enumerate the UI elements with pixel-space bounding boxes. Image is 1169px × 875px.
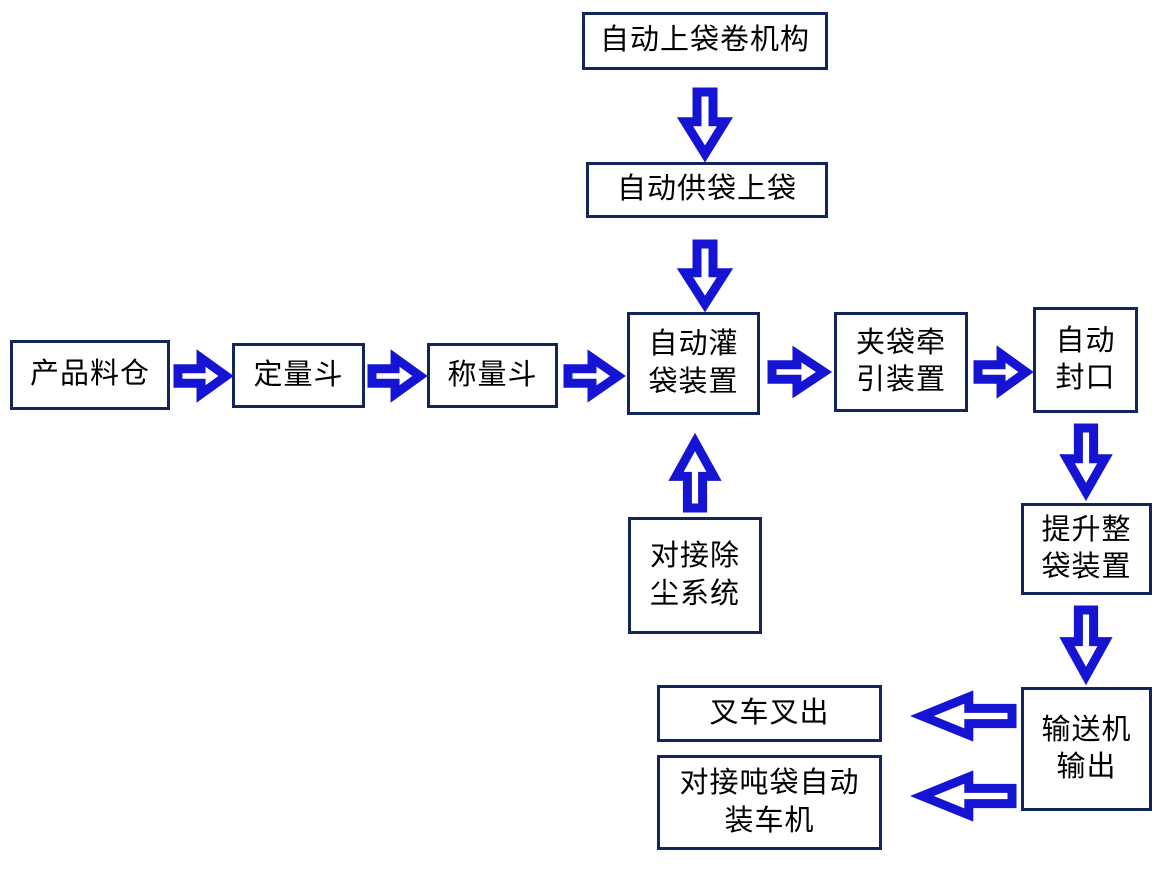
arrow-left-conveyor-output-to-forklift-out <box>922 697 1012 735</box>
node-metering-hopper[interactable]: 定量斗 <box>232 343 365 408</box>
arrow-glyph-icon <box>178 358 226 394</box>
arrow-glyph-icon <box>568 358 618 394</box>
arrow-down-auto-bag-roll-to-auto-feed-bag <box>685 92 725 154</box>
arrow-glyph-icon <box>676 442 714 508</box>
arrow-glyph-icon <box>978 354 1026 390</box>
arrow-up-dust-removal-to-auto-bag-filling <box>676 442 714 508</box>
arrow-left-conveyor-output-to-ton-bag-loader <box>922 777 1012 815</box>
arrow-down-auto-sealing-to-lift-bag-shaping <box>1067 428 1105 492</box>
node-product-silo[interactable]: 产品料仓 <box>10 340 170 410</box>
node-auto-sealing[interactable]: 自动 封口 <box>1033 307 1138 413</box>
node-ton-bag-loader[interactable]: 对接吨袋自动 装车机 <box>657 755 882 850</box>
arrow-glyph-icon <box>685 244 725 304</box>
node-forklift-out[interactable]: 叉车叉出 <box>657 685 882 742</box>
arrow-glyph-icon <box>1067 610 1105 676</box>
arrow-glyph-icon <box>685 92 725 154</box>
arrow-glyph-icon <box>922 697 1012 735</box>
arrow-glyph-icon <box>772 354 824 390</box>
arrow-right-product-silo-to-metering-hopper <box>178 358 226 394</box>
arrow-right-metering-hopper-to-weighing-hopper <box>372 358 420 394</box>
node-lift-bag-shaping[interactable]: 提升整 袋装置 <box>1021 503 1152 595</box>
arrow-down-auto-feed-bag-to-auto-bag-filling <box>685 244 725 304</box>
arrow-glyph-icon <box>922 777 1012 815</box>
node-bag-clamp-traction[interactable]: 夹袋牵 引装置 <box>834 312 968 412</box>
node-auto-bag-filling[interactable]: 自动灌 袋装置 <box>627 312 760 415</box>
arrow-right-auto-bag-filling-to-bag-clamp-traction <box>772 354 824 390</box>
arrow-glyph-icon <box>1067 428 1105 492</box>
node-weighing-hopper[interactable]: 称量斗 <box>427 343 558 408</box>
arrow-right-bag-clamp-traction-to-auto-sealing <box>978 354 1026 390</box>
arrow-down-lift-bag-shaping-to-conveyor-output <box>1067 610 1105 676</box>
node-auto-feed-bag[interactable]: 自动供袋上袋 <box>586 162 828 218</box>
node-conveyor-output[interactable]: 输送机 输出 <box>1021 687 1152 811</box>
arrow-glyph-icon <box>372 358 420 394</box>
node-auto-bag-roll[interactable]: 自动上袋卷机构 <box>582 12 828 70</box>
arrow-right-weighing-hopper-to-auto-bag-filling <box>568 358 618 394</box>
node-dust-removal[interactable]: 对接除 尘系统 <box>628 517 762 634</box>
